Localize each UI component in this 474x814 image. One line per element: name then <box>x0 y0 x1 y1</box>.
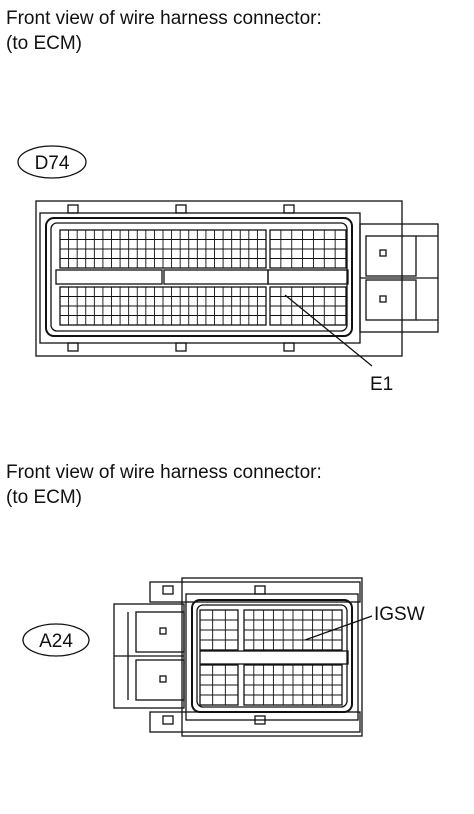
pin-label-e1: E1 <box>370 374 393 395</box>
caption-line-2: (to ECM) <box>6 487 82 508</box>
pin-grid-right-bottom <box>243 664 343 706</box>
pin-grid-left-top <box>199 609 239 651</box>
connector-id-badge <box>22 623 90 657</box>
caption-line-1: Front view of wire harness connector: <box>6 462 322 483</box>
connector-a24: A24 IGSW <box>22 577 425 737</box>
pin-label-igsw: IGSW <box>374 604 425 625</box>
callout-line-e1 <box>284 294 373 367</box>
caption-line-1: Front view of wire harness connector: <box>6 8 322 29</box>
pin-grid-left-top <box>59 229 267 269</box>
pin-grid-right-bottom <box>269 286 347 326</box>
connector-id-label: A24 <box>39 631 73 652</box>
connector-id-label: D74 <box>35 153 70 174</box>
caption-connector-d74: Front view of wire harness connector: (t… <box>6 6 322 56</box>
pin-grid-left-bottom <box>199 664 239 706</box>
pin-grid-left-bottom <box>59 286 267 326</box>
connector-d74: D74 E1 <box>17 145 439 395</box>
caption-connector-a24: Front view of wire harness connector: (t… <box>6 460 322 510</box>
connector-body <box>181 577 363 737</box>
pin-grid-right-top <box>243 609 343 651</box>
pin-grid-right-top <box>269 229 347 269</box>
connector-id-badge <box>17 145 87 179</box>
caption-line-2: (to ECM) <box>6 33 82 54</box>
callout-line-igsw <box>304 615 373 641</box>
